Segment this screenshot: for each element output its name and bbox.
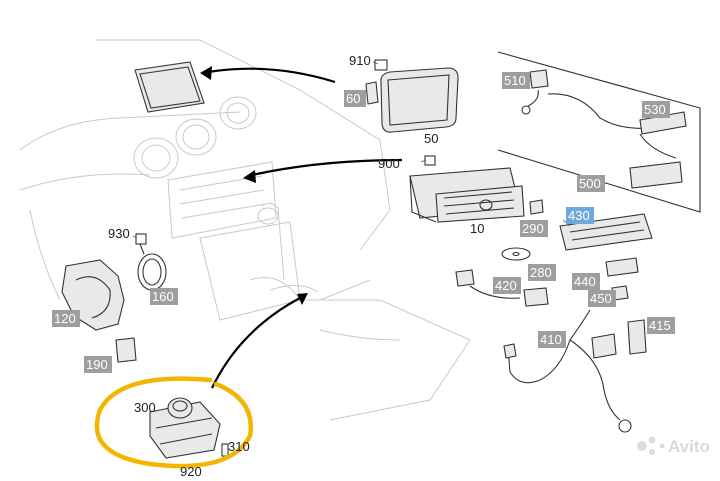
connector-420a	[455, 269, 475, 287]
highlight-circle	[94, 376, 254, 469]
label-60: 60	[346, 91, 360, 106]
clip-290	[529, 199, 544, 215]
connector-440	[605, 257, 639, 277]
label-530: 530	[644, 102, 666, 117]
radio-unit-group	[409, 155, 525, 223]
arrow-to-radio	[251, 158, 403, 177]
disc-280	[501, 247, 531, 261]
watermark: Avito	[637, 436, 710, 456]
connector-410	[591, 333, 617, 359]
label-930: 930	[108, 226, 130, 241]
label-500: 500	[579, 176, 601, 191]
module-500	[629, 161, 683, 189]
arrow-to-controller	[211, 297, 301, 389]
label-290: 290	[522, 221, 544, 236]
bracket-60	[365, 81, 379, 105]
label-450: 450	[590, 291, 612, 306]
clip-900	[424, 155, 436, 166]
controller-300	[149, 401, 221, 459]
arrowhead-controller	[297, 293, 308, 305]
label-410: 410	[540, 332, 562, 347]
arrowhead-display	[200, 66, 212, 80]
display-unit-group	[134, 59, 459, 133]
arrowhead-radio	[243, 170, 256, 183]
label-280: 280	[530, 265, 552, 280]
label-910: 910	[349, 53, 371, 68]
label-300: 300	[134, 400, 156, 415]
connector-510	[529, 69, 549, 89]
connector-420b	[523, 287, 549, 307]
clip-910	[374, 59, 388, 71]
label-50: 50	[424, 131, 438, 146]
label-510: 510	[504, 73, 526, 88]
display-unit-50	[380, 67, 459, 133]
label-900: 900	[378, 156, 400, 171]
dash-display-screen	[134, 61, 205, 113]
avito-logo-icon	[637, 441, 647, 451]
label-190: 190	[86, 357, 108, 372]
clip-930	[135, 233, 147, 245]
part-labels: 910 60 50 900 10 930 160 120 190 300 310…	[52, 53, 675, 479]
bracket-190	[115, 337, 137, 363]
arrow-to-display	[207, 67, 336, 84]
label-120: 120	[54, 311, 76, 326]
arrows	[200, 66, 403, 389]
label-920: 920	[180, 464, 202, 476]
controller-300-group	[94, 376, 254, 469]
cable-group	[455, 257, 647, 433]
dashboard-illustration	[19, 39, 471, 421]
watermark-text: Avito	[668, 437, 710, 456]
label-160: 160	[152, 289, 174, 304]
label-10: 10	[470, 221, 484, 236]
label-430: 430	[568, 208, 590, 223]
label-440: 440	[574, 274, 596, 289]
label-420: 420	[495, 278, 517, 293]
label-415: 415	[649, 318, 671, 333]
switch-415	[627, 319, 647, 355]
label-310: 310	[228, 439, 250, 454]
